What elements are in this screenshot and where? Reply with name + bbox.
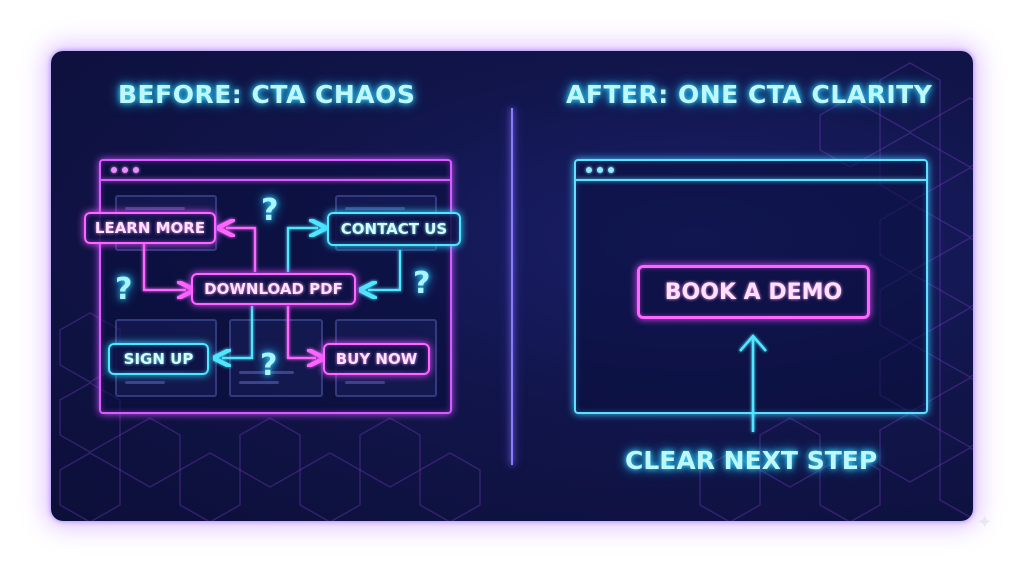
question-mark-icon: ? xyxy=(115,272,133,307)
window-dot xyxy=(122,167,128,173)
clear-next-step-caption: CLEAR NEXT STEP xyxy=(625,446,878,475)
download-pdf-button[interactable]: DOWNLOAD PDF xyxy=(191,273,356,305)
arrow-download-to-buynow xyxy=(286,306,316,358)
arrow-download-to-contact xyxy=(286,228,318,272)
window-dot xyxy=(597,167,603,173)
window-dot xyxy=(586,167,592,173)
buy-now-button[interactable]: BUY NOW xyxy=(323,343,430,375)
arrow-download-to-learn xyxy=(226,228,257,272)
window-titlebar-line xyxy=(576,179,926,181)
up-arrow-head xyxy=(739,334,767,352)
arrow-learn-to-download xyxy=(142,244,186,290)
question-mark-icon: ? xyxy=(261,193,279,228)
window-dot xyxy=(111,167,117,173)
panel-divider xyxy=(511,108,513,465)
arrow-contact-to-download xyxy=(368,250,402,290)
arrow-download-to-signup xyxy=(222,306,254,358)
sign-up-button[interactable]: SIGN UP xyxy=(108,343,209,375)
window-dot xyxy=(133,167,139,173)
window-dot xyxy=(608,167,614,173)
window-titlebar-line xyxy=(101,179,450,181)
question-mark-icon: ? xyxy=(413,266,431,301)
after-title: AFTER: ONE CTA CLARITY xyxy=(566,80,933,109)
before-title: BEFORE: CTA CHAOS xyxy=(118,80,416,109)
book-a-demo-button[interactable]: BOOK A DEMO xyxy=(637,265,870,319)
question-mark-icon: ? xyxy=(260,348,278,383)
learn-more-button[interactable]: LEARN MORE xyxy=(84,212,216,244)
sparkle-icon: ✦ xyxy=(977,512,993,533)
contact-us-button[interactable]: CONTACT US xyxy=(327,212,461,246)
